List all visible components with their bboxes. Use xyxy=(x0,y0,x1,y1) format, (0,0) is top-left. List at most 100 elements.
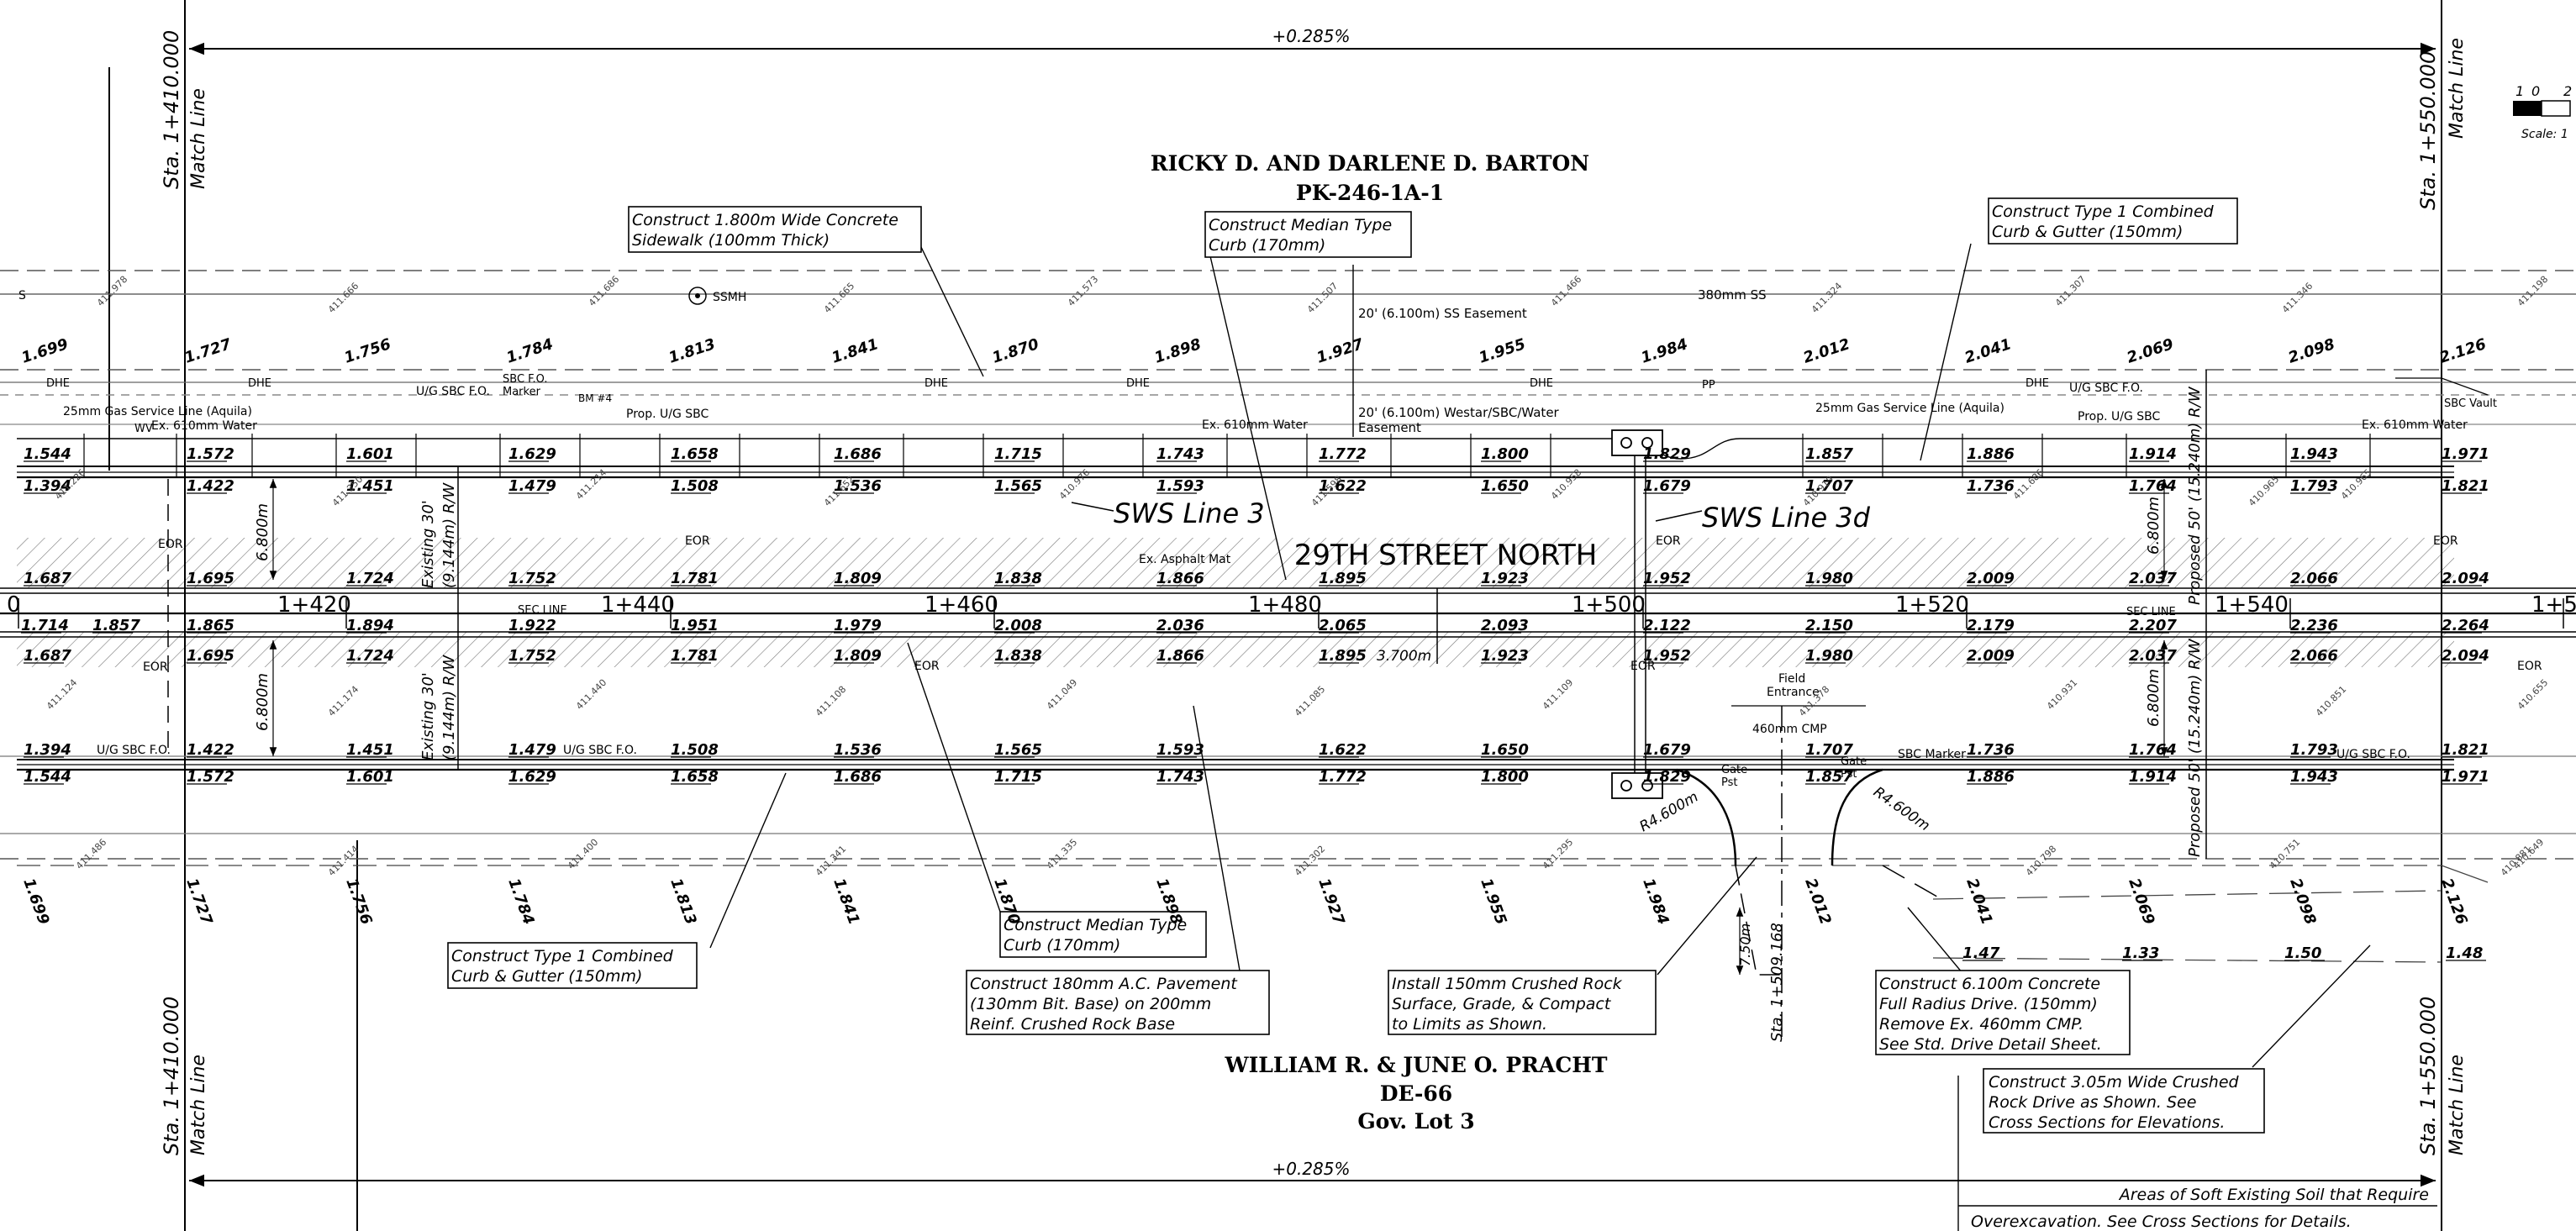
callout-soft-soil-line-2: Overexcavation. See Cross Sections for D… xyxy=(1971,1213,2352,1231)
spot-elevation-top-8: 411.307 xyxy=(2053,274,2088,308)
sbc-fo-bottom-left: U/G SBC F.O. xyxy=(97,744,171,757)
gate-left-2: Pst xyxy=(1721,776,1737,789)
elevation-bottom_ditch-10: 1.984 xyxy=(1639,876,1672,928)
elevation-flow_s-1: 1.422 xyxy=(187,741,234,759)
elevation-centerline-15: 2.236 xyxy=(2290,617,2338,634)
easement-lines xyxy=(0,270,2576,860)
spot-elevation-bottom-4: 411.335 xyxy=(1045,837,1079,871)
callout-pavement-line-1: Construct 180mm A.C. Pavement xyxy=(970,975,1238,993)
drive-len: 7.50m xyxy=(1737,923,1753,966)
elevation-flow_n-1: 1.422 xyxy=(187,477,234,495)
spot-elevation-top-1: 411.666 xyxy=(326,281,361,315)
callout-crushed-drive: Construct 3.05m Wide Crushed Rock Drive … xyxy=(1983,1068,2265,1134)
elevation-flow_s-6: 1.565 xyxy=(994,741,1042,759)
callout-median-top-line-1: Construct Median Type xyxy=(1209,216,1392,234)
callout-drive-line-3: Remove Ex. 460mm CMP. xyxy=(1879,1015,2083,1034)
curb-lines-south xyxy=(17,759,2489,963)
elevation-edge_s-6: 1.838 xyxy=(994,647,1042,665)
elevation-bottom_ditch-1: 1.727 xyxy=(182,876,215,928)
elevation-flow_n-9: 1.650 xyxy=(1481,477,1529,495)
fence-ticks xyxy=(83,434,2371,477)
wv-label: WV xyxy=(134,423,153,435)
elevation-flow_n-6: 1.565 xyxy=(994,477,1042,495)
callout-pavement-line-3: Reinf. Crushed Rock Base xyxy=(970,1015,1175,1034)
match-right-top: Sta. 1+550.000 xyxy=(2416,51,2440,210)
elevation-centerline-11: 2.122 xyxy=(1643,617,1691,634)
elevation-top_ditch-9: 1.955 xyxy=(1477,335,1528,367)
elevation-centerline-0: 1.714 xyxy=(21,617,69,634)
match-right-bottom: Sta. 1+550.000 xyxy=(2416,997,2440,1155)
station-1440: 1+440 xyxy=(601,592,675,618)
elevation-edge_n-15: 2.094 xyxy=(2442,570,2489,587)
elevation-bottom_ditch-15: 2.126 xyxy=(2437,876,2470,928)
station-1420: 1+420 xyxy=(277,592,351,618)
callout-crushed-drive-line-2: Rock Drive as Shown. See xyxy=(1989,1093,2196,1112)
eor-n-left: EOR xyxy=(158,538,183,551)
spot-elevation-bottom-8: 410.751 xyxy=(2268,837,2302,871)
elevation-centerline-9: 2.065 xyxy=(1319,617,1367,634)
ug-sbc-fo-right: U/G SBC F.O. xyxy=(2069,381,2143,395)
gas-right-label: 25mm Gas Service Line (Aquila) xyxy=(1815,402,2004,415)
callout-pavement: Construct 180mm A.C. Pavement (130mm Bit… xyxy=(966,970,1270,1035)
bm-label: BM #4 xyxy=(578,392,612,404)
callout-drive-line-4: See Std. Drive Detail Sheet. xyxy=(1879,1035,2102,1054)
match-left-top: Sta. 1+410.000 xyxy=(160,30,183,189)
callout-drive-line-2: Full Radius Drive. (150mm) xyxy=(1879,995,2098,1013)
dim-6800-nw: 6.800m xyxy=(254,503,271,561)
station-15: 1+5 xyxy=(2531,592,2576,618)
spot-elevation-mid_s-8: 410.931 xyxy=(2045,677,2079,712)
elevation-back_curb_n-1: 1.572 xyxy=(187,445,234,463)
spot-elevation-top-5: 411.507 xyxy=(1305,281,1340,315)
elevation-back_curb_n-12: 1.886 xyxy=(1967,445,2015,463)
elevation-drive_elev-3: 1.48 xyxy=(2446,944,2483,962)
elevation-flow_s-8: 1.622 xyxy=(1319,741,1367,759)
station-0: 0 xyxy=(7,592,21,618)
ex-asphalt: Ex. Asphalt Mat xyxy=(1139,553,1231,566)
grade-label-top: +0.285% xyxy=(1272,26,1350,46)
callout-sidewalk: Construct 1.800m Wide Concrete Sidewalk … xyxy=(628,206,922,253)
elevation-back_curb_n-15: 1.971 xyxy=(2442,445,2489,463)
elevation-centerline-5: 1.951 xyxy=(671,617,719,634)
elevation-back_curb_s-11: 1.857 xyxy=(1805,768,1853,786)
proposed-rw-top: Proposed 50' (15.240m) R/W xyxy=(2186,386,2204,605)
dhe-1: DHE xyxy=(46,377,70,390)
owner-south-lot: Gov. Lot 3 xyxy=(1357,1109,1474,1134)
elevation-edge_s-4: 1.781 xyxy=(671,647,719,665)
scale-tick-0: 0 xyxy=(2531,83,2540,99)
callout-median-bottom-line-1: Construct Median Type xyxy=(1004,916,1187,934)
elevation-top_ditch-3: 1.784 xyxy=(504,335,556,367)
elevation-centerline-14: 2.207 xyxy=(2129,617,2177,634)
elevation-top_ditch-0: 1.699 xyxy=(19,335,71,367)
row-lines xyxy=(167,370,2207,859)
match-left-bottom-sub: Match Line xyxy=(188,1055,209,1155)
elevation-back_curb_s-8: 1.772 xyxy=(1319,768,1367,786)
match-left-bottom: Sta. 1+410.000 xyxy=(160,997,183,1155)
scale-label: Scale: 1 xyxy=(2521,128,2568,141)
sbc-fo-marker: SBC F.O. xyxy=(503,373,548,386)
radius-right: R4.600m xyxy=(1870,784,1933,835)
callout-crushed-drive-line-1: Construct 3.05m Wide Crushed xyxy=(1989,1073,2240,1092)
elevation-bottom_ditch-6: 1.870 xyxy=(990,876,1023,928)
elevation-flow_s-15: 1.821 xyxy=(2442,741,2489,759)
elevation-flow_s-13: 1.764 xyxy=(2129,741,2177,759)
callout-sidewalk-line-2: Sidewalk (100mm Thick) xyxy=(632,231,830,250)
owner-north-name: RICKY D. AND DARLENE D. BARTON xyxy=(1151,151,1589,176)
elevation-back_curb_s-5: 1.686 xyxy=(834,768,882,786)
spot-elevation-bottom-3: 411.341 xyxy=(814,844,848,878)
sec-line-1: SEC LINE xyxy=(518,604,567,617)
utility-lines xyxy=(0,293,2576,834)
elevation-centerline-10: 2.093 xyxy=(1481,617,1529,634)
pp-label: PP xyxy=(1702,379,1715,392)
elevation-edge_n-14: 2.066 xyxy=(2290,570,2338,587)
elevation-centerline-16: 2.264 xyxy=(2442,617,2489,634)
elevation-bottom_ditch-11: 2.012 xyxy=(1801,876,1834,928)
street-name: 29TH STREET NORTH xyxy=(1294,539,1598,572)
dim-6800-ne: 6.800m xyxy=(2145,497,2162,555)
marker-label: Marker xyxy=(503,386,541,398)
elevation-bottom_ditch-0: 1.699 xyxy=(19,876,52,928)
elevation-top_ditch-12: 2.041 xyxy=(1962,335,2014,367)
elevation-bottom_ditch-5: 1.841 xyxy=(830,876,862,928)
elevation-back_curb_s-6: 1.715 xyxy=(994,768,1042,786)
elevation-back_curb_s-0: 1.544 xyxy=(24,768,71,786)
elevation-flow_s-0: 1.394 xyxy=(24,741,71,759)
